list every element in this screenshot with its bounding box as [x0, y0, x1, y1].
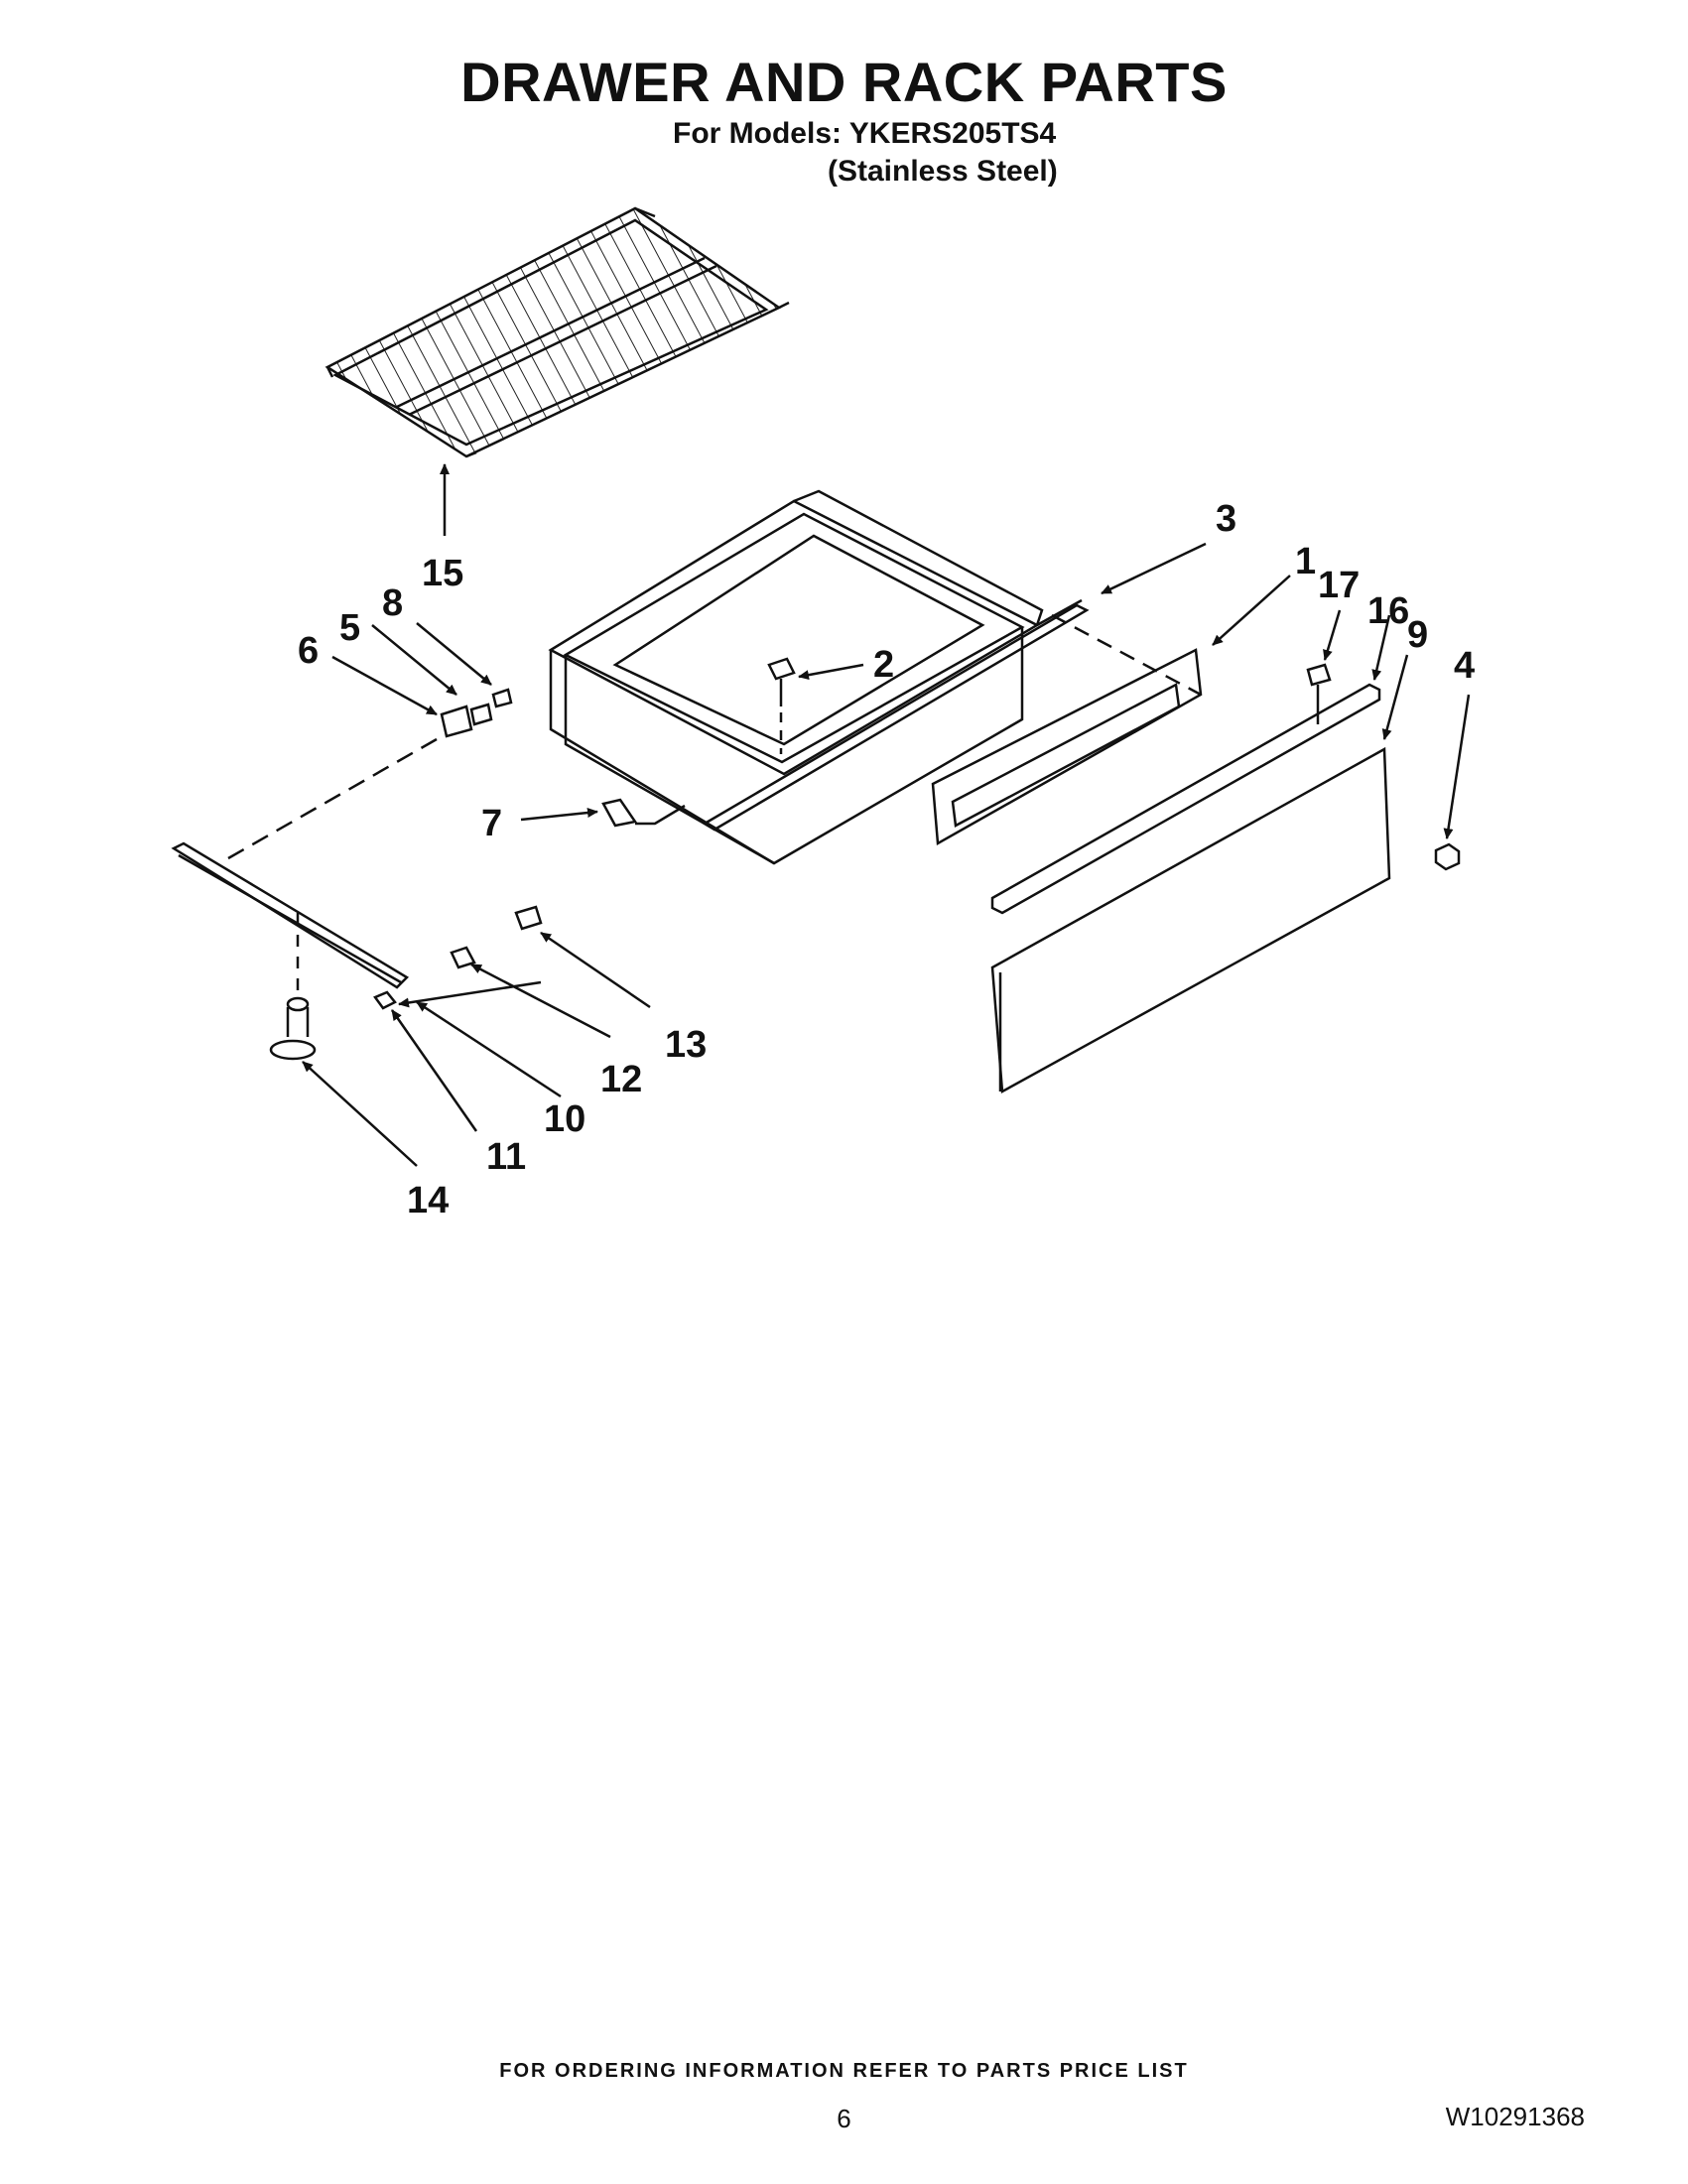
- callout-15: 15: [422, 553, 463, 594]
- callout-2: 2: [873, 644, 894, 686]
- callout-9: 9: [1407, 614, 1428, 656]
- leader-arrows: [302, 463, 1471, 1167]
- callout-16: 16: [1367, 590, 1409, 632]
- document-number: W10291368: [1445, 2102, 1585, 2131]
- callout-5: 5: [339, 607, 360, 649]
- callout-8: 8: [382, 582, 403, 624]
- callout-13: 13: [665, 1024, 707, 1066]
- oven-rack: [325, 206, 790, 458]
- part-13-screw: [514, 905, 543, 931]
- callout-14: 14: [407, 1180, 449, 1221]
- part-11-nut: [373, 990, 397, 1010]
- callout-12: 12: [600, 1059, 642, 1100]
- part-8-nut: [491, 688, 513, 708]
- part-12-spacer: [450, 946, 476, 969]
- callout-3: 3: [1216, 498, 1236, 540]
- callout-labels: 1 2 3 4 5 6 7 8 9 10 11 12 13 14 15 16 1…: [298, 498, 1475, 1221]
- drawer-front-assembly: [990, 663, 1391, 1094]
- callout-11: 11: [486, 1136, 526, 1178]
- callout-10: 10: [544, 1098, 585, 1140]
- page-number: 6: [837, 2104, 851, 2133]
- callout-4: 4: [1454, 645, 1475, 687]
- callout-1: 1: [1295, 541, 1316, 582]
- part-4-nut: [1434, 842, 1461, 871]
- models-line: For Models: YKERS205TS4: [673, 117, 1057, 150]
- part-6-roller: [440, 705, 473, 738]
- part-1-bracket: [931, 613, 1203, 846]
- ordering-note: FOR ORDERING INFORMATION REFER TO PARTS …: [499, 2060, 1189, 2082]
- page-title: DRAWER AND RACK PARTS: [460, 51, 1228, 113]
- finish-line: (Stainless Steel): [828, 155, 1058, 188]
- callout-6: 6: [298, 630, 319, 672]
- callout-17: 17: [1318, 565, 1360, 606]
- part-14-leveling-leg: [269, 996, 317, 1061]
- small-hardware: [373, 688, 686, 1010]
- part-2-screw: [767, 657, 796, 754]
- drawer-slide-rail: [171, 737, 438, 992]
- part-7-screw: [601, 798, 638, 828]
- callout-7: 7: [481, 803, 502, 844]
- drawer-pan: [548, 489, 1090, 865]
- part-5-bushing: [469, 703, 493, 726]
